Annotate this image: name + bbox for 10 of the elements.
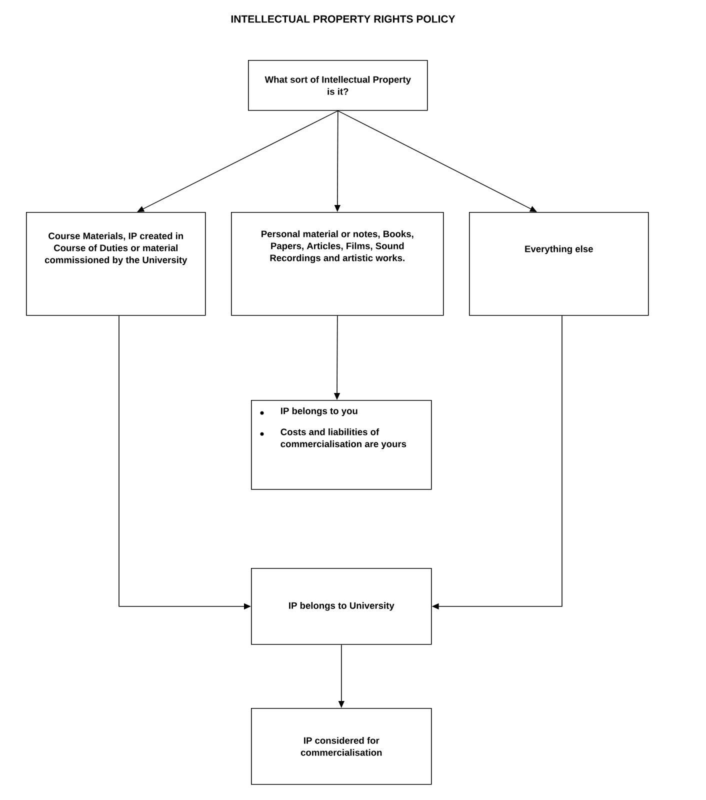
title: INTELLECTUAL PROPERTY RIGHTS POLICY: [231, 15, 456, 23]
process-box: Everything else: [469, 212, 649, 316]
bullet-text: IP belongs to you: [281, 407, 358, 416]
process-box: What sort of Intellectual Property is it?: [248, 60, 428, 111]
process-box: IP considered for commercialisation: [251, 708, 432, 785]
process-box: Personal material or notes, Books, Papers, Articles, Films, Sound Recordings and artistic works.: [231, 212, 444, 316]
result-box: [251, 400, 432, 490]
process-box: IP belongs to University: [251, 568, 432, 645]
process-box: Course Materials, IP created in Course of Duties or material commissioned by the University: [26, 212, 206, 316]
bullet-text: Costs and liabilities of commercialisation are yours: [280, 428, 406, 450]
